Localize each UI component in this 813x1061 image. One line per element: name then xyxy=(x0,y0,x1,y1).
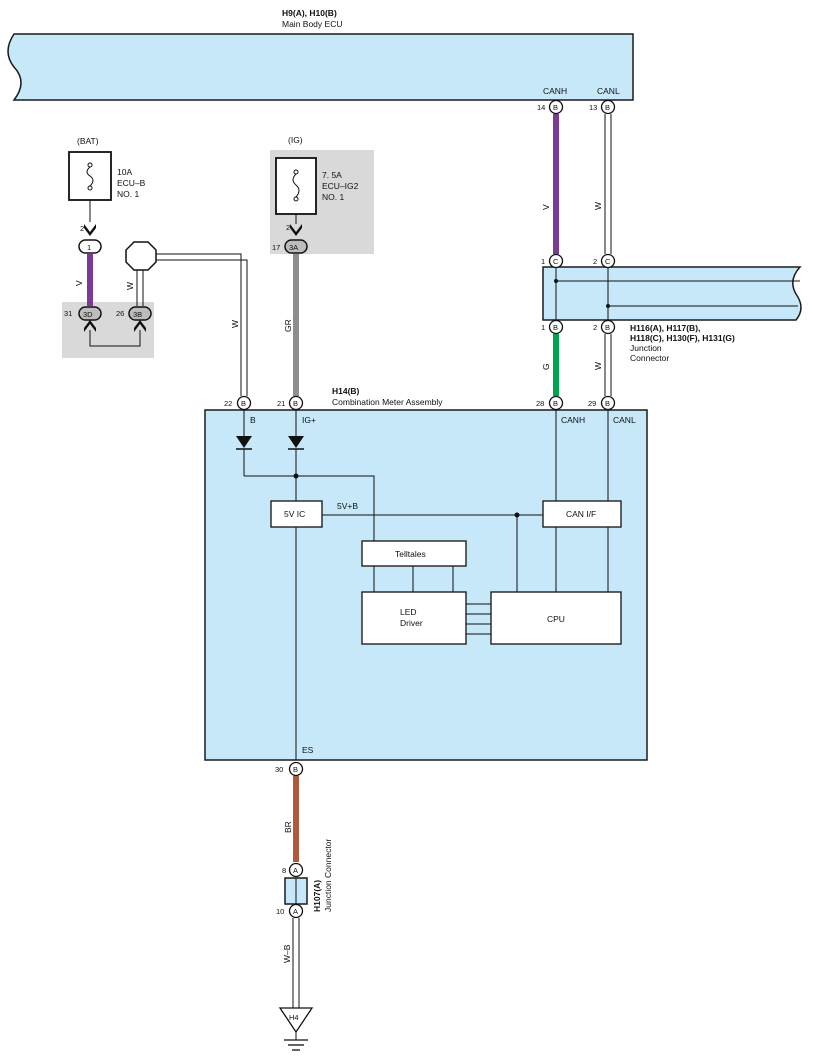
wire-label-mid-w: W xyxy=(593,362,603,370)
wire-label-g: G xyxy=(541,363,551,370)
meter-ic: 5V IC xyxy=(284,509,305,519)
meter-conn-es: B xyxy=(293,765,298,774)
wire-label-wb: W–B xyxy=(282,944,292,963)
main-body-ecu: H9(A), H10(B) Main Body ECU CANH CANL xyxy=(7,8,634,101)
ig-fuse-no: NO. 1 xyxy=(322,192,344,202)
ecu-pin-canl: 13 xyxy=(589,103,597,112)
jc-can-codes-1: H116(A), H117(B), xyxy=(630,323,700,333)
wire-label-top-w: W xyxy=(593,202,603,210)
meter-pin-canh: 28 xyxy=(536,399,544,408)
jc-bottom-pin-top: 8 xyxy=(282,866,286,875)
jc-can-name-2: Connector xyxy=(630,353,669,363)
jc-can-conn1b: B xyxy=(553,323,558,332)
bat-label: (BAT) xyxy=(77,136,99,146)
ecu-canl-label: CANL xyxy=(597,86,620,96)
ground-symbol: H4 xyxy=(278,1007,314,1051)
wire-label-br: BR xyxy=(283,821,293,833)
junction-connector-h107: 8 A 10 A H107(A) Junction Connector xyxy=(276,839,333,919)
bat-conn-b: 3B xyxy=(133,310,142,319)
wire-bat-loop xyxy=(89,330,141,347)
wire-label-bat-v: V xyxy=(74,280,84,286)
ig-fuse: (IG) 7. 5A ECU–IG2 NO. 1 2 17 3A GR xyxy=(272,135,359,332)
ecu-code: H9(A), H10(B) xyxy=(282,8,337,18)
meter-lbl-es: ES xyxy=(302,745,314,755)
wire-label-ig-gr: GR xyxy=(283,319,293,332)
bat-jc-pin: 1 xyxy=(87,243,91,252)
jc-can-conn2b: B xyxy=(605,323,610,332)
jc-can-pin2b: 2 xyxy=(593,323,597,332)
bat-connectors: 31 3D 26 3B xyxy=(64,306,152,332)
wire-label-bat-w: W xyxy=(125,282,135,290)
meter-lbl-ig: IG+ xyxy=(302,415,316,425)
jc-can-pin2c: 2 xyxy=(593,257,597,266)
bat-rating: 10A xyxy=(117,167,132,177)
meter-lbl-canh: CANH xyxy=(561,415,585,425)
meter-telltales: Telltales xyxy=(395,549,426,559)
combination-meter: H14(B) Combination Meter Assembly 22 B 2… xyxy=(204,386,648,761)
meter-pin-canl: 29 xyxy=(588,399,596,408)
meter-conn-b: B xyxy=(241,399,246,408)
bat-fuse-name: ECU–B xyxy=(117,178,146,188)
jc-bottom-conn-bot: A xyxy=(293,907,298,916)
bat-fuse: (BAT) 10A ECU–B NO. 1 2 1 V xyxy=(68,136,146,286)
jc-can-conn2c: C xyxy=(605,257,611,266)
wire-label-top-v: V xyxy=(541,204,551,210)
meter-lbl-canl: CANL xyxy=(613,415,636,425)
meter-code: H14(B) xyxy=(332,386,360,396)
jc-can-codes-2: H118(C), H130(F), H131(G) xyxy=(630,333,735,343)
meter-pin-es: 30 xyxy=(275,765,283,774)
meter-canif: CAN I/F xyxy=(566,509,596,519)
jc-can-name-1: Junction xyxy=(630,343,662,353)
bat-pin: 2 xyxy=(80,224,84,233)
ig-conn: 3A xyxy=(289,243,298,252)
jc-bottom-pin-bot: 10 xyxy=(276,907,284,916)
bat-fuse-no: NO. 1 xyxy=(117,189,139,199)
meter-led-2: Driver xyxy=(400,618,423,628)
meter-name: Combination Meter Assembly xyxy=(332,397,443,407)
wire-splice-to-meter-a xyxy=(156,253,242,396)
ecu-name: Main Body ECU xyxy=(282,19,342,29)
ig-label: (IG) xyxy=(288,135,303,145)
jc-can-conn1c: C xyxy=(553,257,559,266)
meter-conn-canh: B xyxy=(553,399,558,408)
meter-conn-canl: B xyxy=(605,399,610,408)
ig-rating: 7. 5A xyxy=(322,170,342,180)
splice-octagon xyxy=(125,241,157,271)
ecu-canh-label: CANH xyxy=(543,86,567,96)
ecu-conn-canh: B xyxy=(553,103,558,112)
meter-pin-ig: 21 xyxy=(277,399,285,408)
meter-led-1: LED xyxy=(400,607,417,617)
meter-rail: 5V+B xyxy=(337,501,358,511)
junction-connector-can: 1 C 2 C 1 B 2 B H116(A), H117(B), H118(C… xyxy=(541,253,802,363)
bat-conn-a: 3D xyxy=(83,310,93,319)
meter-lbl-b: B xyxy=(250,415,256,425)
meter-pin-b: 22 xyxy=(224,399,232,408)
ig-pin: 2 xyxy=(286,223,290,232)
meter-cpu: CPU xyxy=(547,614,565,624)
jc-can-pin1c: 1 xyxy=(541,257,545,266)
jc-bottom-name: Junction Connector xyxy=(323,839,333,912)
jc-can-pin1b: 1 xyxy=(541,323,545,332)
bat-pin-b: 26 xyxy=(116,309,124,318)
ecu-pin-canh: 14 xyxy=(537,103,545,112)
ground-label: H4 xyxy=(289,1013,299,1022)
ig-pin-out: 17 xyxy=(272,243,280,252)
ecu-pins: 14 B 13 B xyxy=(537,99,616,115)
ecu-conn-canl: B xyxy=(605,103,610,112)
bat-pin-a: 31 xyxy=(64,309,72,318)
wire-splice-to-meter-b xyxy=(156,259,248,396)
meter-conn-ig: B xyxy=(293,399,298,408)
jc-bottom-conn-top: A xyxy=(293,866,298,875)
ig-fuse-name: ECU–IG2 xyxy=(322,181,359,191)
wire-label-left-w: W xyxy=(230,320,240,328)
jc-bottom-code: H107(A) xyxy=(312,880,322,912)
